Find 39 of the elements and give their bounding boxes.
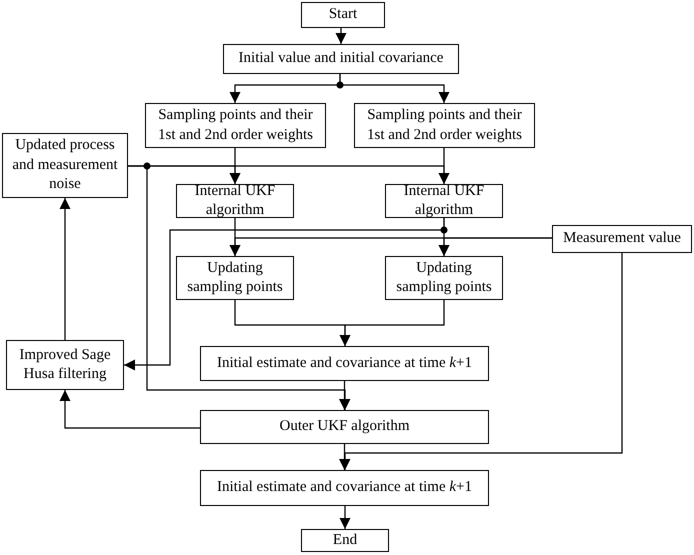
arrow <box>60 390 200 429</box>
box-text: Initial estimate and covariance at time k+1 <box>216 478 472 498</box>
box-text: Improved Sage Husa filtering <box>18 346 112 384</box>
box-text: Start <box>328 5 358 24</box>
process-box <box>552 225 692 253</box>
process-box <box>145 103 326 148</box>
process-box <box>301 2 385 28</box>
arrow <box>340 506 350 529</box>
process-box <box>176 256 294 300</box>
arrow <box>340 300 445 346</box>
process-box <box>354 103 535 148</box>
process-box <box>223 44 459 74</box>
arrow <box>438 237 552 256</box>
process-box <box>2 133 128 198</box>
arrow <box>124 218 445 370</box>
box-text: Initial estimate and covariance at time k+1 <box>216 354 472 373</box>
arrow <box>128 165 350 410</box>
process-box <box>385 184 503 218</box>
arrow <box>336 28 346 44</box>
process-box <box>385 256 503 300</box>
process-box <box>200 346 489 381</box>
process-box <box>200 410 489 444</box>
box-text: Internal UKF algorithm <box>402 182 486 220</box>
box-text: Initial value and initial covariance <box>238 49 444 68</box>
process-box <box>200 470 489 506</box>
box-text: Sampling points and their 1st and 2nd order weights <box>366 106 523 144</box>
box-text: Updating sampling points <box>395 258 493 297</box>
box-text: Updated process and measurement noise <box>11 136 119 194</box>
process-box <box>6 340 124 390</box>
process-box <box>301 529 389 552</box>
arrow <box>339 74 450 103</box>
box-text: End <box>332 530 358 550</box>
box-text: Internal UKF algorithm <box>194 182 276 220</box>
box-text: Measurement value <box>563 229 681 248</box>
box-text: Sampling points and their 1st and 2nd order weights <box>157 106 314 144</box>
box-text: Updating sampling points <box>186 258 284 297</box>
process-box <box>176 184 294 218</box>
box-text: Outer UKF algorithm <box>280 417 410 436</box>
arrow <box>60 198 70 340</box>
